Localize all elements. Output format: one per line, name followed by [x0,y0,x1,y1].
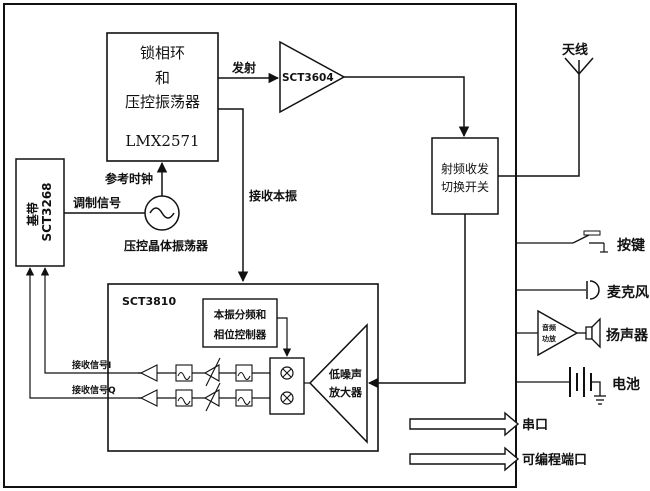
filter-q-1-icon [175,389,193,407]
audio-amp-line1: 音频 [542,323,556,332]
battery-icon [516,367,606,405]
serial-port-label: 串口 [522,417,548,433]
i-chain [138,357,270,387]
mixer-block [269,357,305,415]
power-amplifier: SCT3604 [279,40,346,114]
pll-line3: 压控振荡器 [125,93,200,111]
pll-line2: 和 [155,69,170,87]
q-chain [138,382,270,412]
microphone-label: 麦克风 [607,284,649,301]
receiver-chip-title: SCT3810 [122,295,176,308]
baseband-block: 基带 SCT3268 [15,158,65,267]
prog-port-label: 可编程端口 [522,452,587,468]
speaker-icon [585,317,601,349]
battery-label: 电池 [612,376,640,393]
filter-i-1-icon [175,364,193,382]
filter-i-2-icon [235,364,253,382]
rf-switch-line1: 射频收发 [441,161,489,176]
buffer-i-icon [139,364,158,382]
lo-splitter-line1: 本振分频和 [214,308,267,321]
serial-port-arrow-icon [409,411,520,437]
buffer-q-icon [139,389,158,407]
lo-splitter-block: 本振分频和 相位控制器 [202,298,278,348]
audio-amp-icon: 音频 功放 [516,309,586,357]
baseband-text: 基带 SCT3268 [25,182,54,241]
baseband-line2: SCT3268 [40,182,54,241]
rx-q-label: 接收信号Q [72,384,116,396]
rf-switch-line2: 切换开关 [441,180,489,194]
pll-line1: 锁相环 [140,44,185,62]
lo-to-mixer-line [277,317,292,357]
pa-label: SCT3604 [282,72,334,84]
speaker-label: 扬声器 [606,327,649,344]
baseband-line1: 基带 [25,202,40,227]
vcxo-oscillator-icon [144,195,180,231]
rx-q-line [25,267,141,399]
pa-to-switch-line [344,76,470,138]
device-outline [3,3,517,488]
key-label: 按键 [617,237,646,254]
rx-lo-line [218,108,249,283]
receiver-chip-outline [107,283,379,452]
rx-lo-label: 接收本振 [249,188,297,203]
tx-label: 发射 [231,60,256,75]
key-icon [516,230,608,253]
microphone-icon [516,280,600,300]
prog-port-arrow-icon [409,446,520,472]
ref-clock-label: 参考时钟 [105,171,153,186]
pll-part: LMX2571 [125,132,199,150]
lna-amplifier: 低噪声 放大器 [308,323,368,444]
antenna-icon [564,57,594,76]
rf-switch-block: 射频收发 切换开关 [431,137,499,215]
vcxo-label: 压控晶体振荡器 [124,238,209,253]
lna-line2: 放大器 [328,385,363,399]
rx-i-line [40,267,141,374]
switch-to-antenna-line [498,74,580,177]
antenna-label: 天线 [562,42,588,58]
filter-q-2-icon [235,389,253,407]
pll-vco-block: 锁相环 和 压控振荡器 LMX2571 [106,32,219,162]
switch-to-lna-line [367,214,466,389]
mod-signal-label: 调制信号 [73,195,121,210]
lo-splitter-line2: 相位控制器 [214,328,267,341]
lna-line1: 低噪声 [328,367,362,381]
audio-amp-line2: 功放 [542,334,557,343]
rx-i-label: 接收信号I [72,359,111,371]
